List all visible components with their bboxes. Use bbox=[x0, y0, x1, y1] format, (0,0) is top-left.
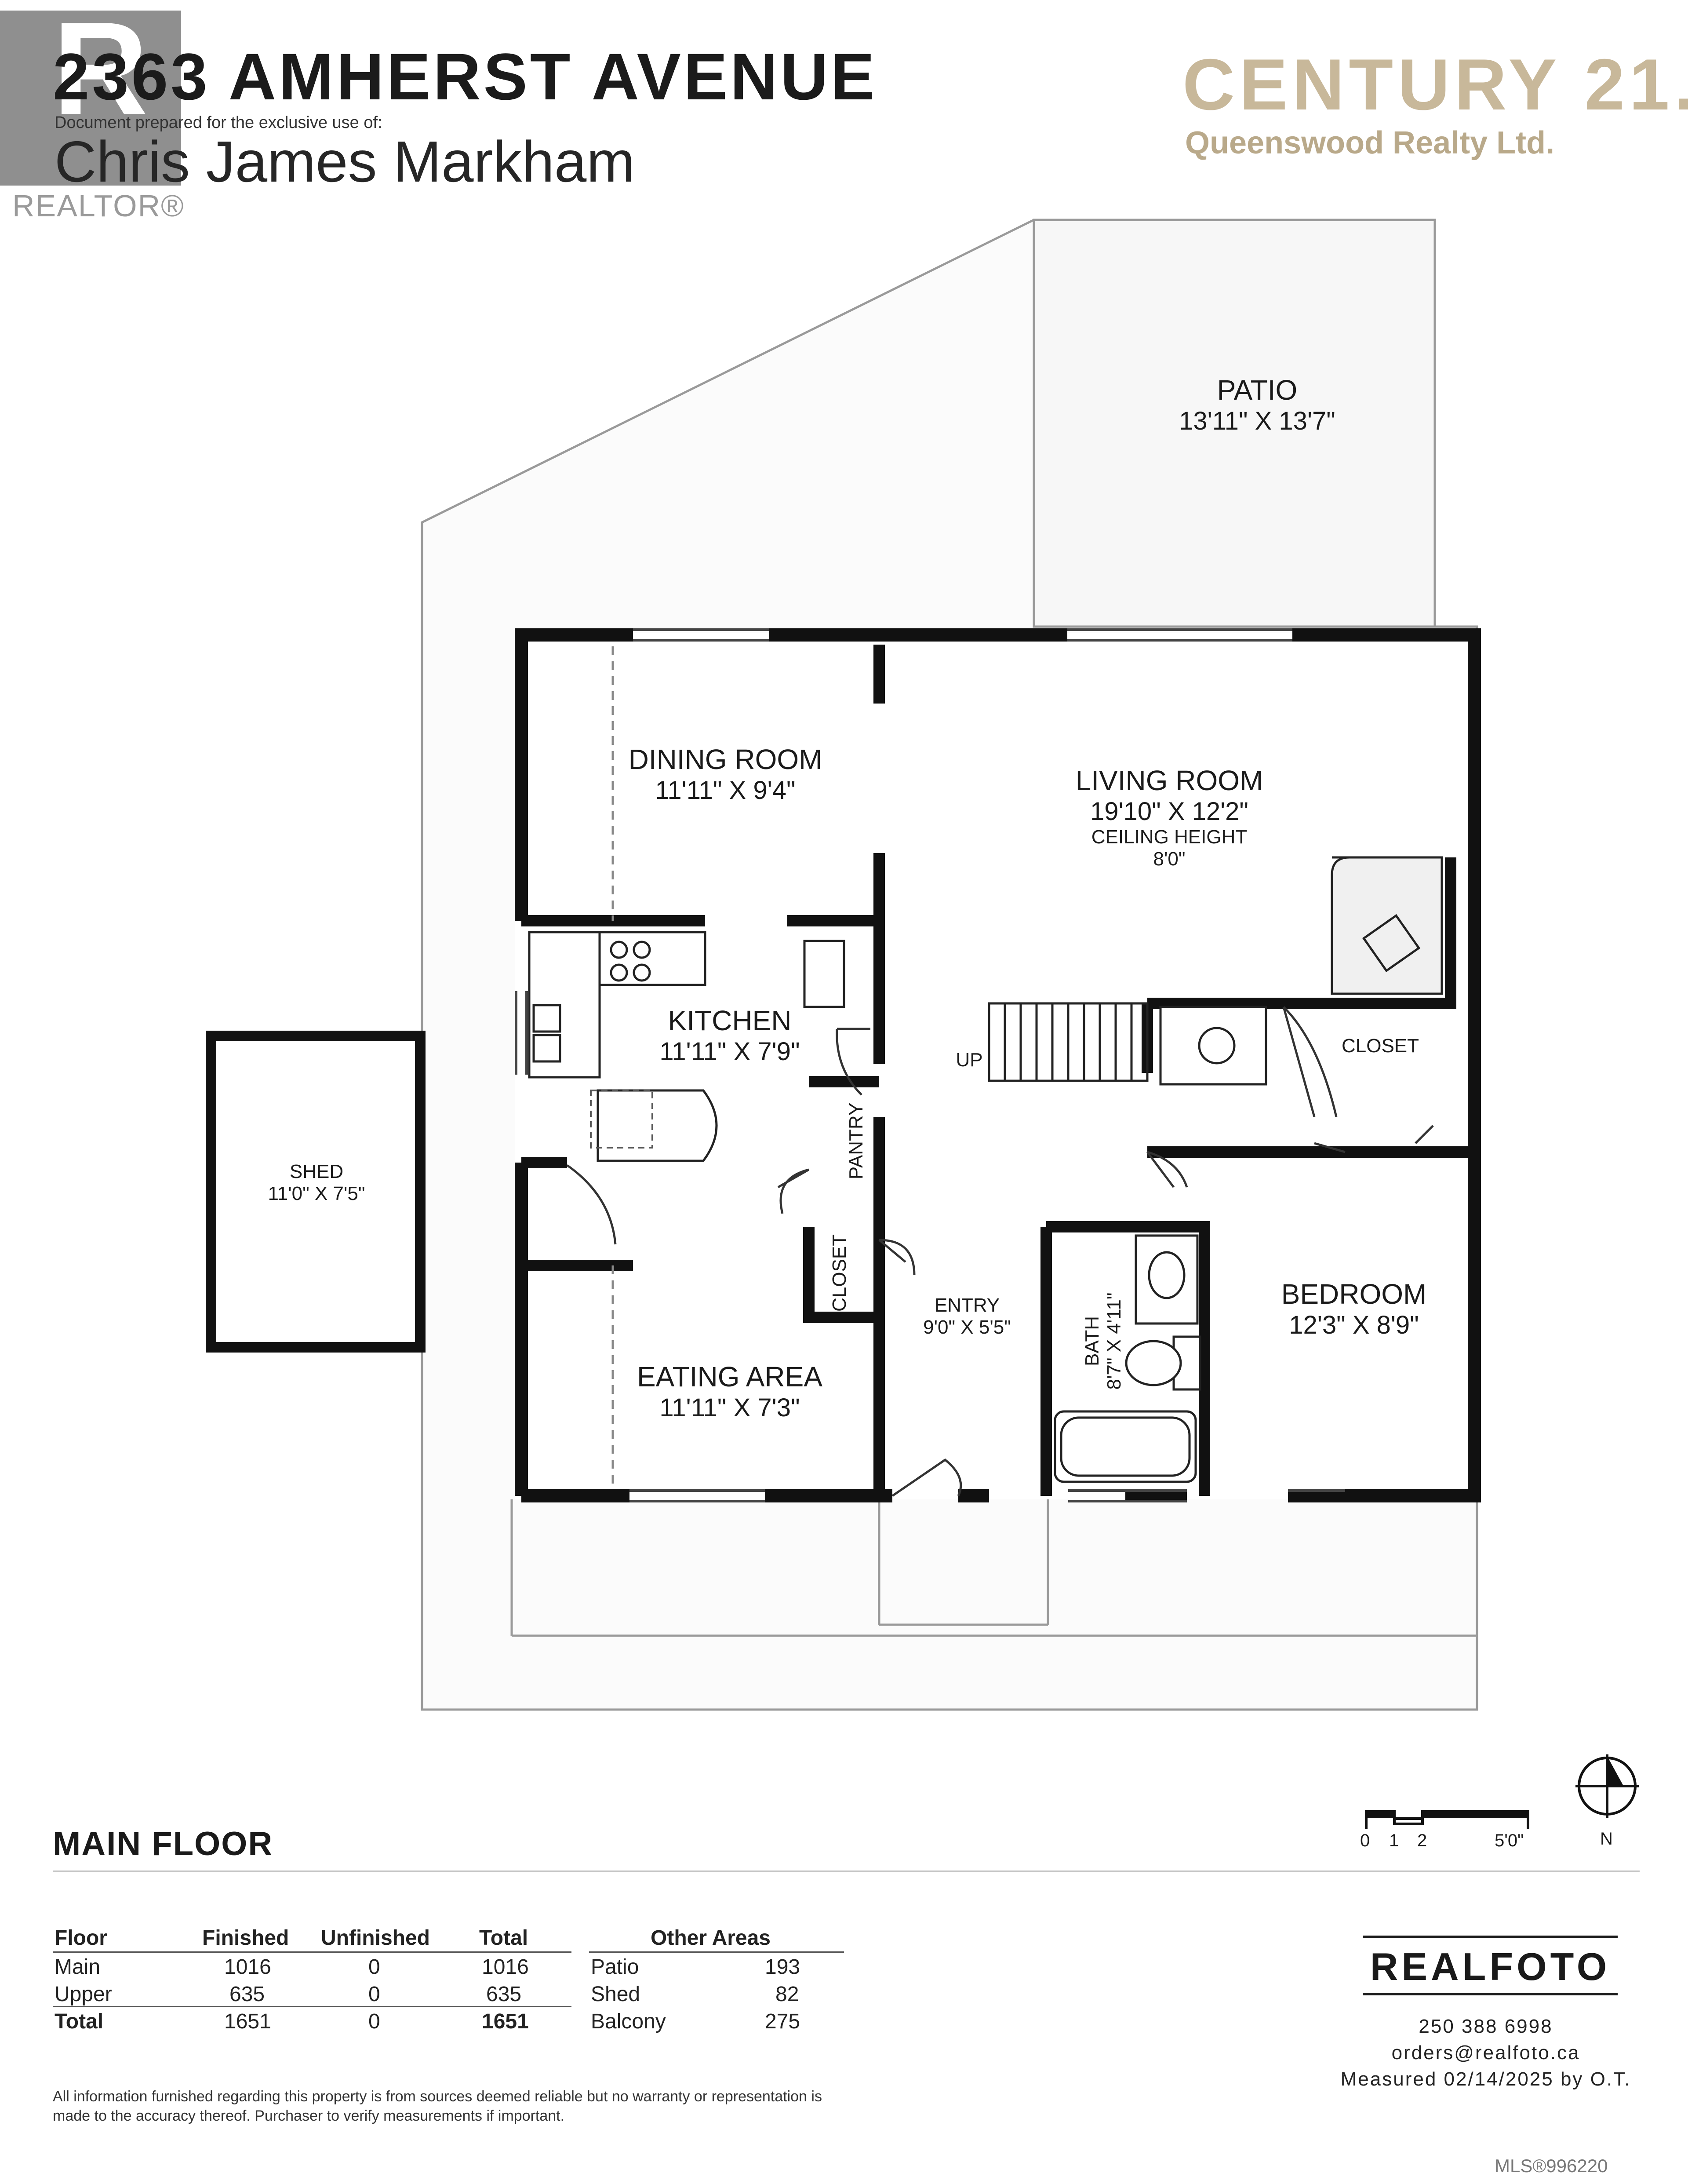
realfoto-rule-top bbox=[1363, 1936, 1618, 1938]
entry-dims: 9'0" X 5'5" bbox=[923, 1316, 1011, 1338]
ceiling-height-label: CEILING HEIGHT bbox=[1091, 826, 1248, 848]
room-bath: BATH 8'7" X 4'11" bbox=[1081, 1249, 1125, 1433]
realfoto-phone: 250 388 6998 bbox=[1419, 2016, 1553, 2037]
scale-tick-5: 5'0" bbox=[1495, 1831, 1524, 1850]
scale-bar bbox=[1365, 1810, 1529, 1829]
shed bbox=[206, 1031, 426, 1353]
bedroom-label: BEDROOM bbox=[1281, 1278, 1427, 1310]
room-eating: EATING AREA 11'11" X 7'3" bbox=[602, 1360, 857, 1422]
living-label: LIVING ROOM bbox=[1075, 765, 1263, 796]
table-cell: Main bbox=[55, 1955, 101, 1979]
windows bbox=[515, 628, 1345, 1502]
patio-area bbox=[1033, 219, 1436, 628]
bath-fixtures bbox=[1054, 1234, 1201, 1483]
other-area-value: 275 bbox=[765, 2010, 800, 2033]
table-rule bbox=[589, 1951, 844, 1953]
table-cell: 635 bbox=[229, 1983, 265, 2006]
front-steps bbox=[510, 1499, 1477, 1637]
scale-tick-2: 2 bbox=[1417, 1831, 1427, 1850]
stairs-up-label: UP bbox=[956, 1049, 983, 1071]
property-address: 2363 AMHERST AVENUE bbox=[53, 40, 877, 113]
north-label: N bbox=[1600, 1829, 1613, 1849]
shed-dims: 11'0" X 7'5" bbox=[268, 1183, 365, 1204]
brokerage-name: Queenswood Realty Ltd. bbox=[1185, 125, 1555, 160]
divider bbox=[53, 1870, 1640, 1872]
table-cell: 635 bbox=[486, 1983, 522, 2006]
brand-logo: CENTURY 21. bbox=[1182, 44, 1688, 125]
table-rule bbox=[53, 1951, 571, 1953]
table-rule bbox=[53, 2006, 571, 2007]
eating-label: EATING AREA bbox=[637, 1361, 823, 1393]
table-cell: 1016 bbox=[224, 1955, 271, 1979]
scale-tick-1: 1 bbox=[1389, 1831, 1399, 1850]
table-cell: 0 bbox=[368, 2010, 380, 2033]
disclaimer: All information furnished regarding this… bbox=[53, 2088, 822, 2124]
dining-label: DINING ROOM bbox=[628, 744, 822, 775]
living-dims: 19'10" X 12'2" bbox=[1090, 797, 1249, 826]
kitchen-fixtures bbox=[528, 931, 845, 1162]
floor-title: MAIN FLOOR bbox=[53, 1825, 273, 1863]
table-header-unfinished: Unfinished bbox=[321, 1926, 430, 1950]
other-areas-header: Other Areas bbox=[651, 1926, 771, 1950]
kitchen-label: KITCHEN bbox=[668, 1005, 792, 1036]
doors bbox=[566, 1006, 1434, 1497]
sink-fixture bbox=[1159, 1006, 1267, 1086]
shed-label: SHED bbox=[289, 1161, 344, 1182]
room-shed: SHED 11'0" X 7'5" bbox=[246, 1161, 387, 1205]
table-cell: 0 bbox=[368, 1983, 380, 2006]
bath-dims: 8'7" X 4'11" bbox=[1103, 1292, 1125, 1390]
kitchen-dims: 11'11" X 7'9" bbox=[659, 1037, 800, 1066]
fireplace bbox=[1331, 856, 1443, 995]
exterior-walls bbox=[515, 628, 1481, 1502]
north-arrow-icon bbox=[1575, 1754, 1639, 1818]
ceiling-height-value: 8'0" bbox=[1153, 848, 1186, 870]
other-area-name: Patio bbox=[591, 1955, 639, 1979]
stairs bbox=[988, 1002, 1149, 1082]
realfoto-rule-bottom bbox=[1363, 1993, 1618, 1995]
other-area-value: 82 bbox=[775, 1983, 799, 2006]
realfoto-logo: REALFOTO bbox=[1370, 1945, 1611, 1988]
realtor-logo bbox=[0, 11, 181, 186]
closet-left-label: CLOSET bbox=[829, 1234, 850, 1312]
pantry-label: PANTRY bbox=[845, 1102, 867, 1180]
entry-label: ENTRY bbox=[934, 1294, 1000, 1316]
prepared-for-label: Document prepared for the exclusive use … bbox=[55, 113, 382, 132]
other-area-name: Balcony bbox=[591, 2010, 666, 2033]
room-dining: DINING ROOM 11'11" X 9'4" bbox=[602, 743, 848, 805]
room-kitchen: KITCHEN 11'11" X 7'9" bbox=[615, 1004, 844, 1066]
table-cell: Total bbox=[55, 2010, 104, 2033]
client-name: Chris James Markham bbox=[55, 129, 635, 194]
table-cell: 1651 bbox=[224, 2010, 271, 2033]
dining-dims: 11'11" X 9'4" bbox=[655, 776, 796, 805]
table-header-total: Total bbox=[479, 1926, 528, 1950]
room-entry: ENTRY 9'0" X 5'5" bbox=[897, 1294, 1037, 1338]
table-cell: Upper bbox=[55, 1983, 112, 2006]
other-area-value: 193 bbox=[765, 1955, 800, 1979]
bedroom-dims: 12'3" X 8'9" bbox=[1289, 1311, 1419, 1339]
table-header-floor: Floor bbox=[55, 1926, 107, 1950]
other-area-name: Shed bbox=[591, 1983, 640, 2006]
bath-label: BATH bbox=[1081, 1316, 1103, 1367]
mls-number: MLS®996220 bbox=[1495, 2155, 1608, 2176]
measured-note: Measured 02/14/2025 by O.T. bbox=[1340, 2068, 1631, 2090]
closet-top-label: CLOSET bbox=[1341, 1035, 1419, 1057]
table-header-finished: Finished bbox=[202, 1926, 289, 1950]
realfoto-email: orders@realfoto.ca bbox=[1391, 2042, 1580, 2064]
room-living: LIVING ROOM 19'10" X 12'2" CEILING HEIGH… bbox=[1046, 764, 1292, 870]
scale-tick-0: 0 bbox=[1360, 1831, 1370, 1850]
room-patio: PATIO 13'11" X 13'7" bbox=[1125, 374, 1389, 436]
room-bedroom: BEDROOM 12'3" X 8'9" bbox=[1240, 1278, 1468, 1340]
eating-dims: 11'11" X 7'3" bbox=[659, 1393, 800, 1422]
table-cell: 1016 bbox=[482, 1955, 529, 1979]
patio-dims: 13'11" X 13'7" bbox=[1179, 407, 1335, 435]
table-cell: 1651 bbox=[482, 2010, 529, 2033]
realtor-logo-text: REALTOR® bbox=[12, 189, 185, 223]
table-cell: 0 bbox=[368, 1955, 380, 1979]
patio-label: PATIO bbox=[1217, 374, 1298, 406]
